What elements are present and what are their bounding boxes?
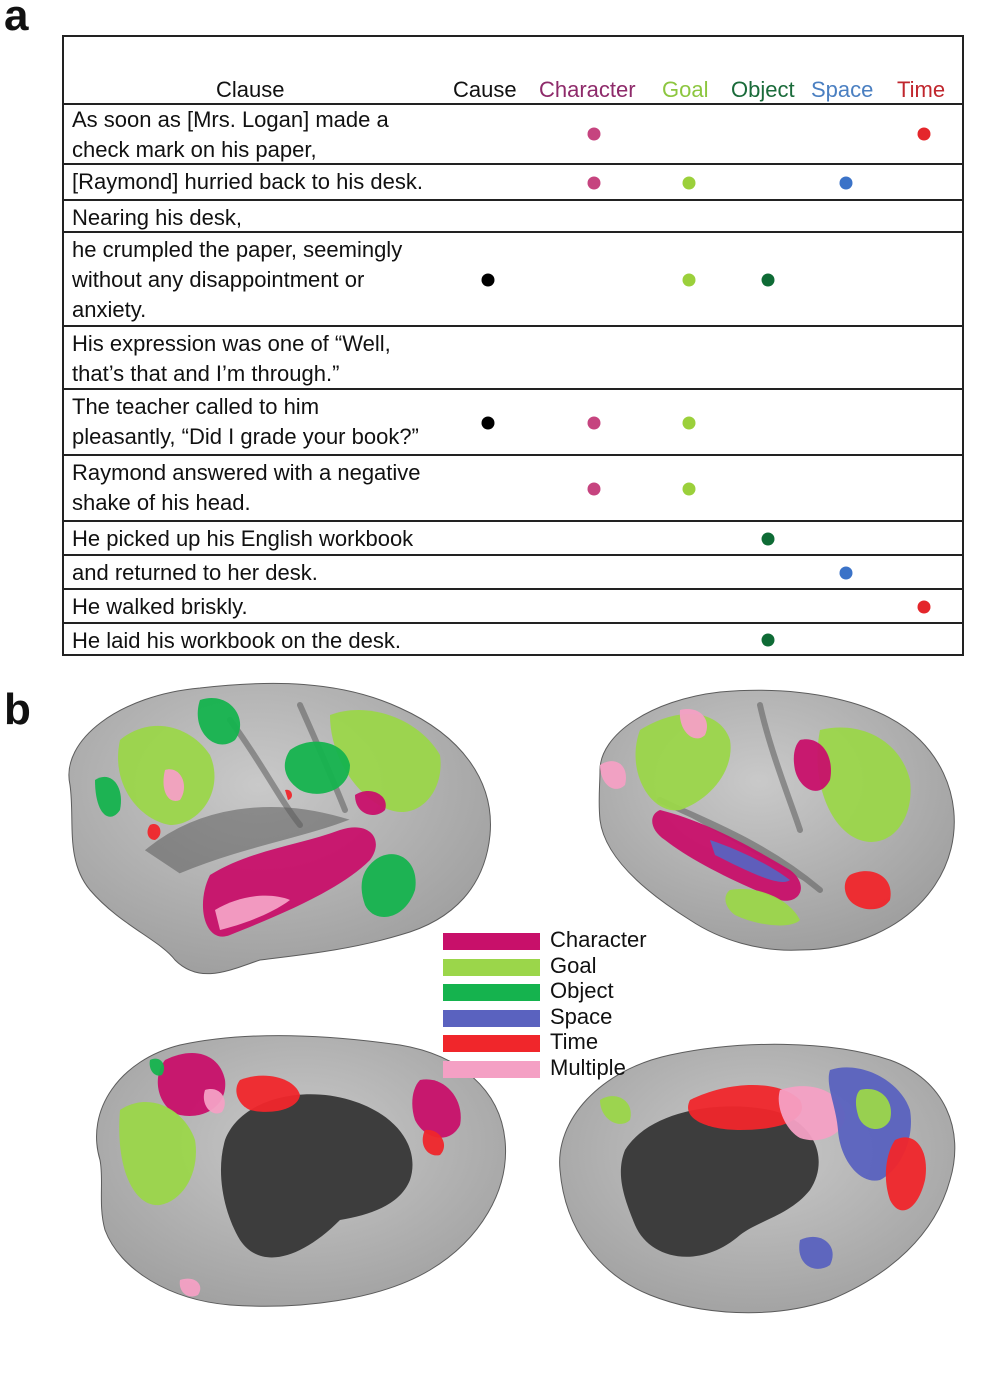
multiple-region [179, 1278, 201, 1297]
character-dot [587, 416, 601, 430]
multiple-region [203, 1089, 225, 1114]
goal-dot [682, 176, 696, 190]
clause-text: He walked briskly. [72, 594, 248, 619]
space-column-header: Space [811, 77, 874, 102]
clause-text: As soon as [Mrs. Logan] made a check mar… [72, 107, 389, 162]
multiple-region [778, 1086, 845, 1141]
time-dot [917, 127, 931, 141]
character-region [412, 1079, 461, 1138]
multiple-region [215, 895, 290, 930]
character-region [793, 739, 831, 791]
brain-maps [68, 682, 956, 1314]
table-row: Raymond answered with a negative shake o… [64, 456, 962, 522]
goal-dot [682, 482, 696, 496]
clause-column-header: Clause [216, 77, 285, 102]
legend-label: Goal [550, 952, 597, 978]
clause-text: he crumpled the paper, seemingly without… [72, 237, 403, 322]
character-column-header: Character [539, 77, 636, 102]
time-dot [917, 600, 931, 614]
goal-region [119, 1101, 196, 1206]
cause-dot [481, 273, 495, 287]
time-region [885, 1137, 926, 1211]
object-region [149, 1058, 165, 1076]
clause-text: Nearing his desk, [72, 205, 242, 230]
table-row: His expression was one of “Well, that’s … [64, 327, 962, 390]
panel-label-a: a [4, 0, 29, 40]
time-column-header: Time [897, 77, 946, 102]
multiple-region [679, 709, 708, 739]
time-region [844, 871, 891, 910]
brain-right-medial [559, 1043, 956, 1314]
table-row: The teacher called to him pleasantly, “D… [64, 390, 962, 456]
object-dot [761, 273, 775, 287]
character-dot [587, 127, 601, 141]
clause-text: The teacher called to him pleasantly, “D… [72, 394, 419, 449]
table-header: Clause Cause Character Goal Object Space… [64, 37, 962, 105]
character-region [355, 790, 386, 815]
table-row: He picked up his English workbook [64, 522, 962, 556]
time-region [422, 1129, 445, 1156]
object-region [284, 741, 350, 794]
clause-text: His expression was one of “Well, that’s … [72, 331, 391, 386]
clause-text: Raymond answered with a negative shake o… [72, 460, 421, 515]
object-column-header: Object [731, 77, 795, 102]
goal-dot [682, 416, 696, 430]
object-dot [761, 633, 775, 647]
legend-label: Character [550, 927, 647, 952]
cause-dot [481, 416, 495, 430]
legend-label: Multiple [550, 1055, 626, 1080]
space-region [710, 840, 790, 882]
time-region [688, 1085, 802, 1130]
legend-label: Space [550, 1003, 613, 1029]
clause-table: Clause Cause Character Goal Object Space… [62, 35, 964, 656]
legend-label: Time [550, 1029, 599, 1055]
table-row: Nearing his desk, [64, 201, 962, 233]
multiple-region [600, 761, 626, 789]
character-dot [587, 176, 601, 190]
table-row: he crumpled the paper, seemingly without… [64, 233, 962, 327]
table-row: and returned to her desk. [64, 556, 962, 590]
goal-region [725, 889, 800, 926]
character-dot [587, 482, 601, 496]
clause-text: [Raymond] hurried back to his desk. [72, 169, 423, 194]
legend-label: Object [550, 978, 614, 1004]
space-dot [839, 566, 853, 580]
object-region [361, 854, 416, 917]
brain-left-medial [96, 1035, 507, 1307]
legend-swatch [443, 933, 540, 950]
clause-text: He laid his workbook on the desk. [72, 628, 401, 653]
goal-region [600, 1096, 631, 1124]
multiple-region [163, 769, 185, 801]
goal-region [855, 1089, 891, 1130]
brain-right-lateral [598, 689, 955, 951]
time-region [147, 823, 161, 840]
object-region [95, 776, 121, 817]
legend-swatch [443, 1061, 540, 1078]
goal-region [330, 709, 441, 812]
legend-swatch [443, 1009, 540, 1027]
cause-column-header: Cause [453, 77, 517, 102]
time-region [285, 789, 292, 800]
legend-swatch [443, 984, 540, 1002]
goal-region [817, 727, 911, 842]
brain-left-lateral [68, 682, 491, 975]
space-dot [839, 176, 853, 190]
panel-label-b: b [4, 685, 31, 734]
object-region [197, 698, 241, 745]
goal-region [635, 713, 731, 811]
time-region [236, 1075, 300, 1112]
legend-swatch [443, 958, 540, 976]
clause-text: and returned to her desk. [72, 560, 318, 585]
space-region [799, 1236, 833, 1269]
table-row: [Raymond] hurried back to his desk. [64, 165, 962, 201]
table-row: As soon as [Mrs. Logan] made a check mar… [64, 103, 962, 165]
goal-column-header: Goal [662, 77, 709, 102]
table-row: He walked briskly. [64, 590, 962, 624]
goal-dot [682, 273, 696, 287]
legend-swatch [443, 1035, 540, 1053]
object-dot [761, 532, 775, 546]
table-row: He laid his workbook on the desk. [64, 624, 962, 656]
clause-text: He picked up his English workbook [72, 526, 414, 551]
